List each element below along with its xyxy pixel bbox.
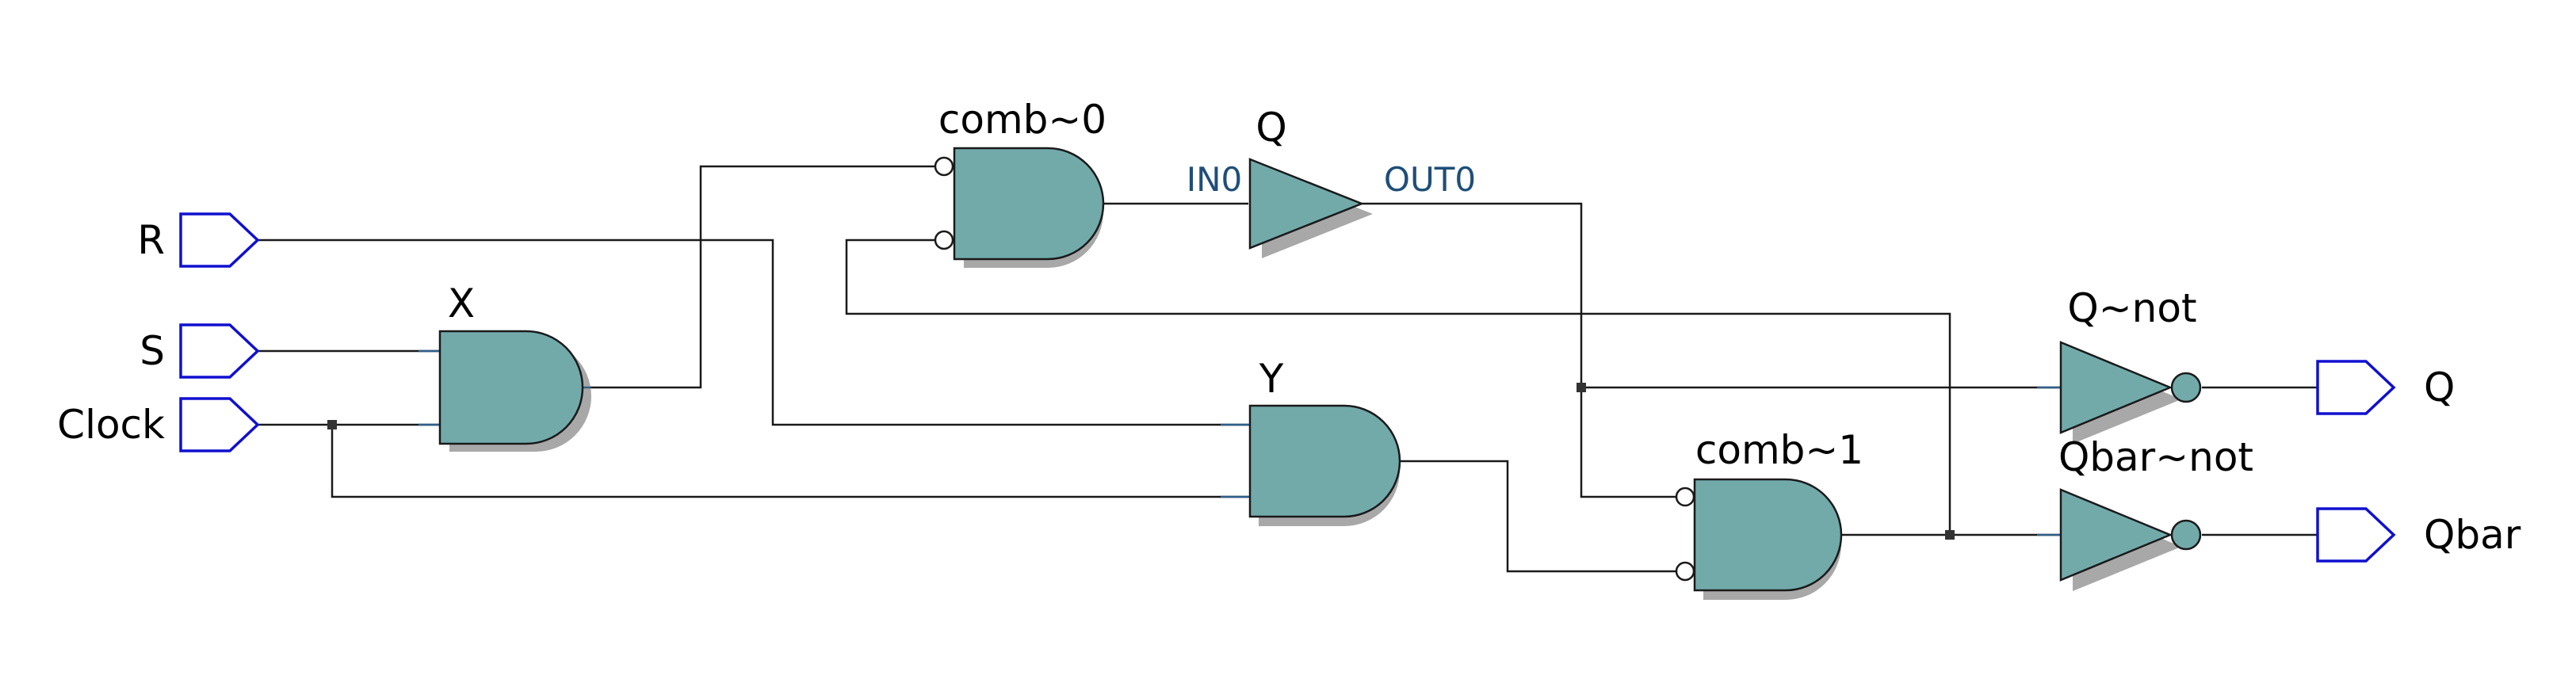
input-pin-r[interactable]: R bbox=[137, 212, 260, 268]
output-label-qbar: Qbar bbox=[2424, 512, 2521, 558]
wire-buffer-out bbox=[1362, 202, 1694, 498]
gate-label-q-not: Q~not bbox=[2067, 285, 2196, 331]
gate-label-y: Y bbox=[1259, 356, 1284, 402]
gate-label-comb1: comb~1 bbox=[1695, 427, 1863, 473]
wire-clock-to-y bbox=[331, 425, 1248, 498]
not-gate-icon bbox=[2059, 341, 2173, 434]
inverted-input-bubble bbox=[1675, 561, 1695, 582]
and-gate-y[interactable]: Y bbox=[1221, 356, 1401, 526]
buffer-q[interactable]: Q IN0 OUT0 bbox=[1187, 105, 1476, 258]
input-label-r: R bbox=[137, 217, 165, 263]
wire-r-to-y bbox=[258, 239, 1248, 426]
wires bbox=[258, 165, 2318, 573]
port-label-out0: OUT0 bbox=[1384, 160, 1476, 199]
gate-label-x: X bbox=[448, 281, 475, 326]
inverted-input-bubble bbox=[1675, 487, 1695, 507]
output-label-q: Q bbox=[2424, 364, 2455, 410]
input-pin-s[interactable]: S bbox=[140, 323, 260, 379]
not-gate-icon bbox=[2059, 488, 2173, 582]
inverter-bubble bbox=[2170, 372, 2202, 403]
junction-dot bbox=[1577, 383, 1586, 392]
and-gate-comb1[interactable]: comb~1 bbox=[1675, 427, 1863, 600]
gate-label-q-buffer: Q bbox=[1256, 105, 1286, 151]
output-pin-qbar[interactable]: Qbar bbox=[2316, 507, 2521, 563]
wire-x-to-comb0 bbox=[590, 165, 937, 389]
and-gate-icon bbox=[1693, 478, 1843, 592]
inverter-bubble bbox=[2170, 519, 2202, 551]
port-label-in0: IN0 bbox=[1187, 160, 1243, 199]
output-pin-q[interactable]: Q bbox=[2316, 360, 2455, 415]
input-pin-clock[interactable]: Clock bbox=[57, 397, 260, 452]
and-gate-icon bbox=[438, 330, 584, 445]
and-gate-icon bbox=[953, 147, 1105, 261]
and-gate-icon bbox=[1248, 404, 1401, 518]
and-gate-x[interactable]: X bbox=[419, 281, 591, 452]
not-gate-q[interactable]: Q~not bbox=[2037, 285, 2202, 444]
input-label-s: S bbox=[140, 328, 165, 374]
junction-dot bbox=[327, 420, 337, 429]
inverted-input-bubble bbox=[934, 230, 954, 250]
junction-dot bbox=[1945, 530, 1955, 540]
wire-y-to-comb1 bbox=[1399, 460, 1678, 573]
gate-label-qbar-not: Qbar~not bbox=[2058, 434, 2253, 480]
input-label-clock: Clock bbox=[57, 402, 165, 448]
inverted-input-bubble bbox=[934, 156, 954, 177]
and-gate-comb0[interactable]: comb~0 bbox=[934, 97, 1106, 268]
not-gate-qbar[interactable]: Qbar~not bbox=[2037, 434, 2253, 591]
buffer-icon bbox=[1248, 158, 1365, 250]
gate-label-comb0: comb~0 bbox=[938, 97, 1106, 143]
